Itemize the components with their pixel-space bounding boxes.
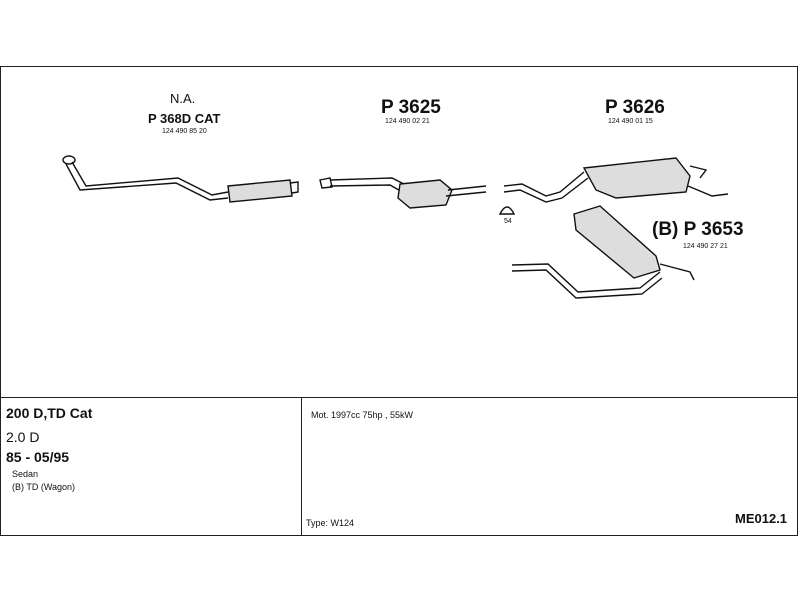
clamp-54 [498, 206, 516, 215]
clamp-number: 54 [504, 218, 512, 225]
part2-oem: 124 490 02 21 [385, 118, 430, 125]
na-label: N.A. [170, 91, 196, 106]
divider-vertical [301, 397, 302, 536]
part1-oem: 124 490 85 20 [162, 128, 207, 135]
part-wagon-silencer [511, 205, 695, 299]
body-type-sedan: Sedan [12, 469, 39, 479]
part-front-pipe-cat [62, 155, 299, 203]
body-type-wagon: (B) TD (Wagon) [12, 482, 76, 492]
type-code: Type: W124 [306, 518, 355, 528]
part1-number: P 368D CAT [148, 111, 221, 126]
motor-spec: Mot. 1997cc 75hp , 55kW [311, 410, 414, 420]
vehicle-engine: 2.0 D [6, 429, 40, 445]
part-rear-silencer [503, 157, 729, 203]
vehicle-model: 200 D,TD Cat [6, 405, 93, 421]
part3-number: P 3626 [605, 97, 665, 118]
vehicle-years: 85 - 05/95 [6, 449, 70, 465]
part2-number: P 3625 [381, 97, 441, 118]
diagram-frame [0, 66, 798, 536]
diagram-code: ME012.1 [735, 511, 788, 526]
part4-oem: 124 490 27 21 [683, 243, 728, 250]
divider-horizontal [1, 397, 797, 398]
part-center-silencer [319, 177, 487, 209]
part3-oem: 124 490 01 15 [608, 118, 653, 125]
part4-number: (B) P 3653 [652, 219, 744, 240]
